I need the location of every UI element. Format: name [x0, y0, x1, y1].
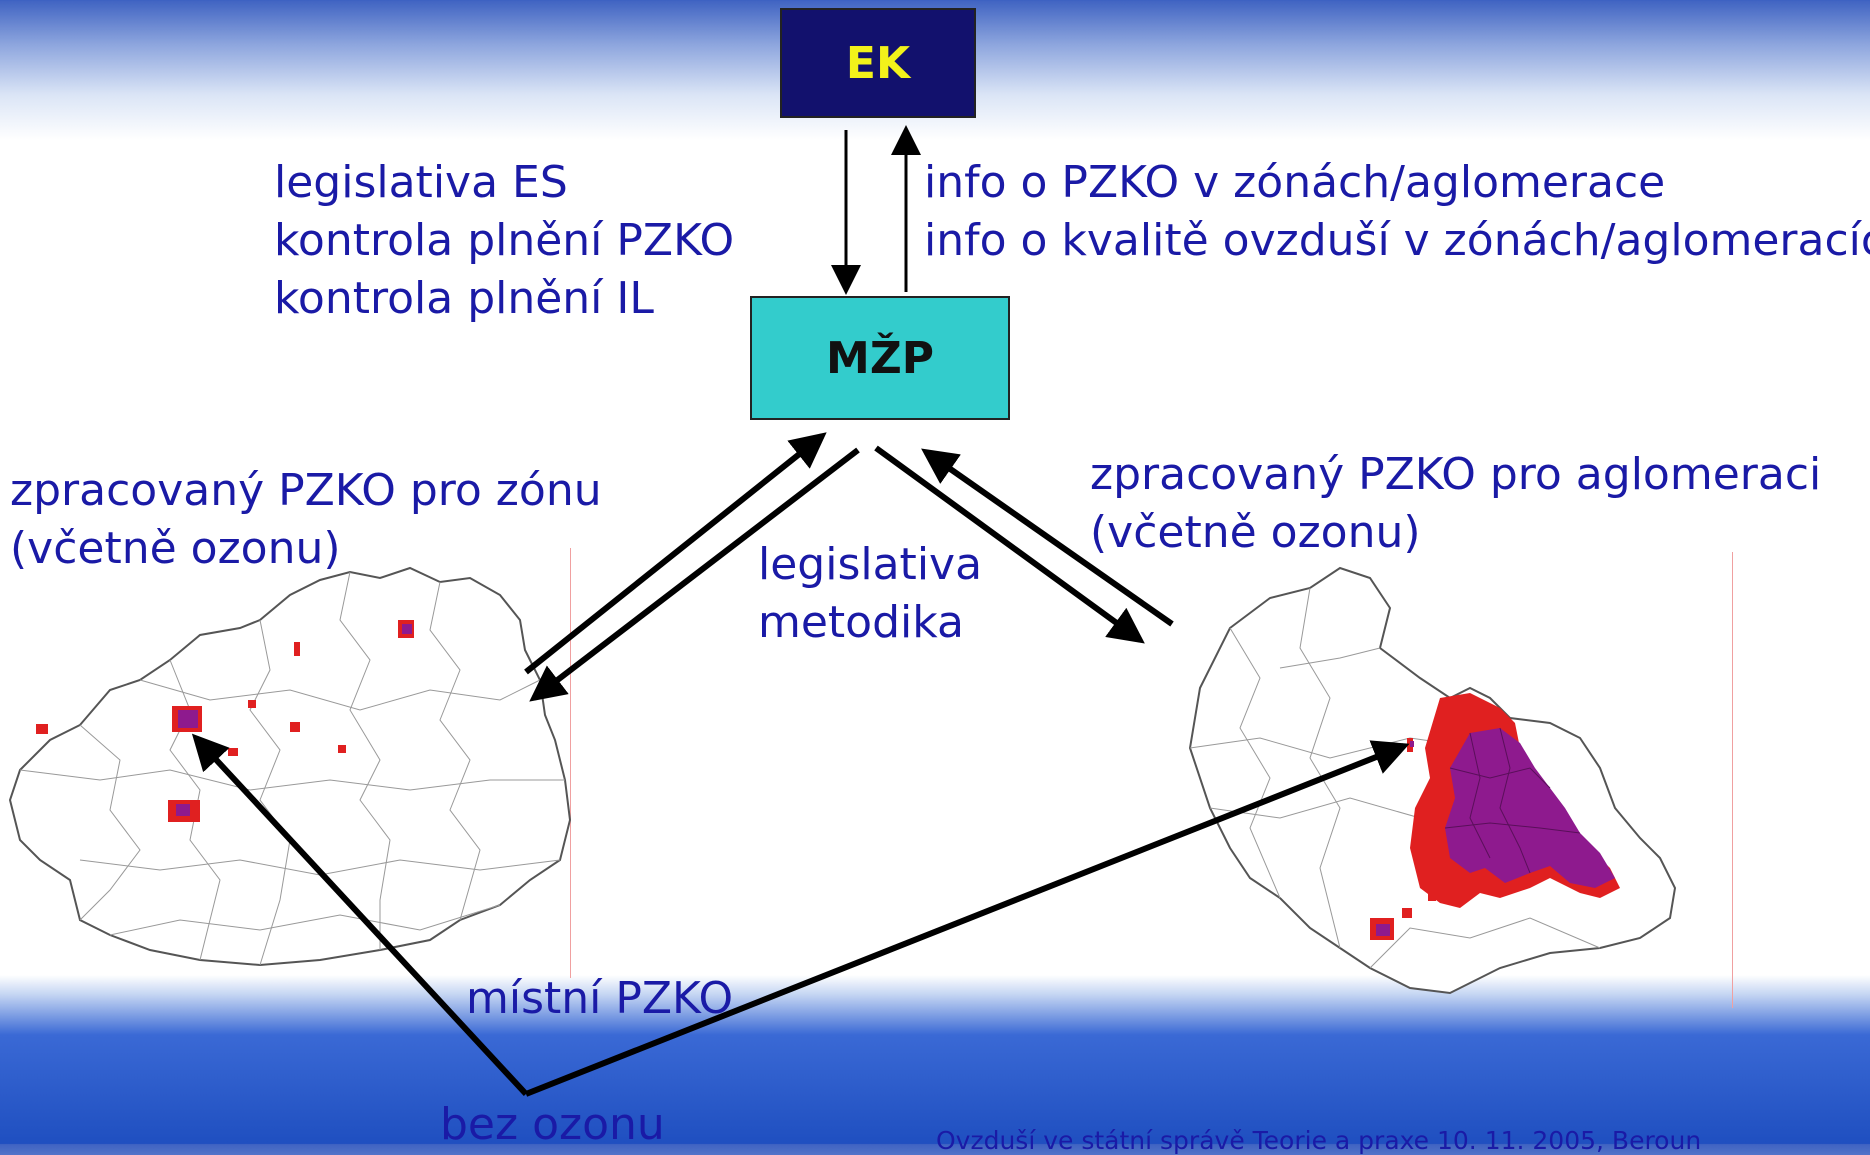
zone-label-line-1: zpracovaný PZKO pro zónu	[10, 465, 602, 516]
arrow-local-to-agglomeration-city	[524, 740, 1410, 1097]
right-text-line-2: info o kvalitě ovzduší v zónách/aglomera…	[924, 215, 1870, 266]
agglomeration-purple-area	[1445, 728, 1615, 888]
left-text-line-2: kontrola plnění PZKO	[274, 215, 735, 266]
left-map-border-line	[570, 548, 571, 978]
mzp-label: MŽP	[826, 332, 934, 384]
mzp-box: MŽP	[750, 296, 1010, 420]
zone-label-line-2: (včetně ozonu)	[10, 523, 341, 574]
ek-box: EK	[780, 8, 976, 118]
arrow-mzp-to-zone	[529, 447, 860, 702]
arrow-mzp-to-agglomeration	[874, 445, 1145, 644]
arrow-agglomeration-to-mzp	[921, 448, 1174, 627]
right-map-border-line	[1732, 552, 1733, 1008]
agglomeration-label-line-1: zpracovaný PZKO pro aglomeraci	[1090, 449, 1822, 500]
agglomeration-label: zpracovaný PZKO pro aglomeraci (včetně o…	[1090, 446, 1821, 562]
middle-text-line-2: metodika	[758, 597, 964, 648]
zone-label: zpracovaný PZKO pro zónu (včetně ozonu)	[10, 462, 602, 578]
left-text-line-1: legislativa ES	[274, 157, 568, 208]
ek-label: EK	[845, 37, 911, 89]
zone-map-pollution-spots	[36, 620, 414, 822]
right-text-line-1: info o PZKO v zónách/aglomerace	[924, 157, 1666, 208]
middle-text-line-1: legislativa	[758, 539, 983, 590]
zone-map-districts	[19, 571, 565, 966]
zone-map	[8, 566, 572, 967]
agglomeration-map	[1188, 566, 1677, 995]
agglomeration-label-line-2: (včetně ozonu)	[1090, 507, 1421, 558]
left-text-block: legislativa ES kontrola plnění PZKO kont…	[274, 154, 734, 328]
agglomeration-purple-districts	[1444, 727, 1581, 874]
arrow-zone-to-mzp	[524, 432, 827, 675]
without-ozone-label: bez ozonu	[440, 1099, 665, 1150]
left-text-line-3: kontrola plnění IL	[274, 273, 654, 324]
middle-text-block: legislativa metodika	[758, 536, 982, 652]
arrow-local-to-zone-city	[191, 733, 529, 1097]
right-text-block: info o PZKO v zónách/aglomerace info o k…	[924, 154, 1870, 270]
agglomeration-map-districts	[1189, 587, 1601, 969]
local-pzko-label: místní PZKO	[466, 973, 734, 1024]
zone-map-outline	[8, 566, 572, 967]
